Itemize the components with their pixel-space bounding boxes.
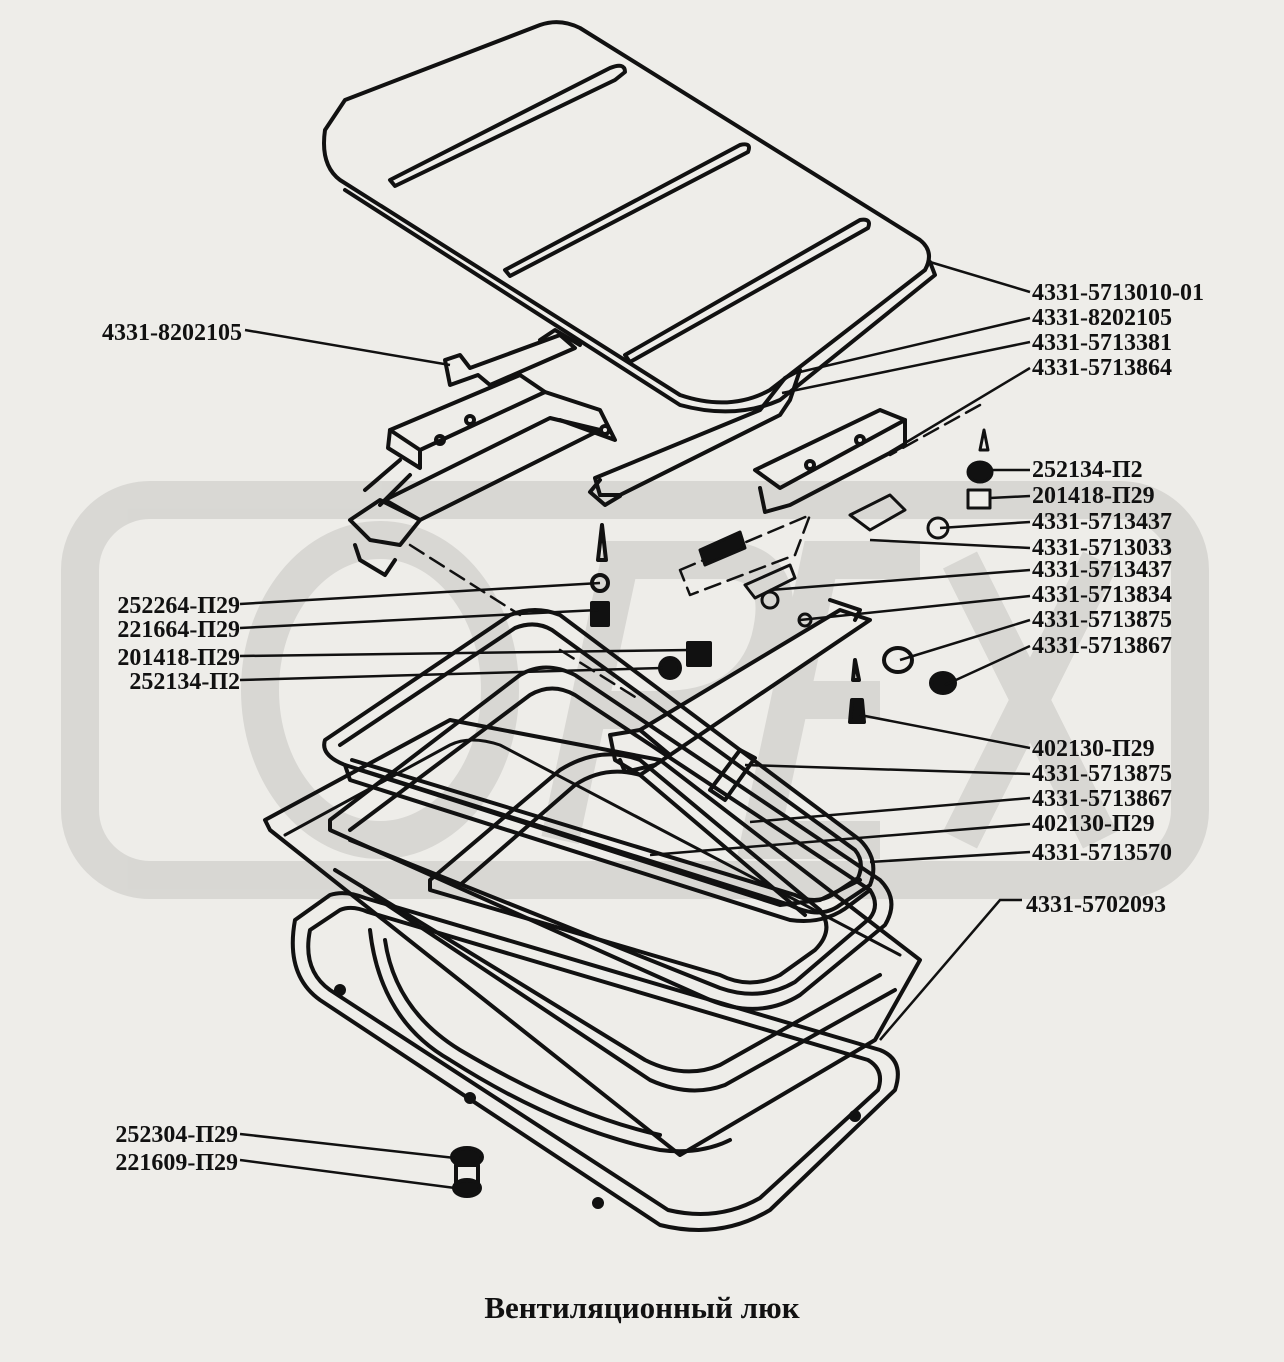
part-label-l4: 4331-5713864 — [1032, 355, 1172, 381]
leader-lines — [239, 260, 1031, 1190]
part-label-l2: 4331-8202105 — [1032, 305, 1172, 331]
part-label-l1: 4331-5713010-01 — [1032, 280, 1204, 306]
part-label-l18: 4331-5702093 — [1026, 892, 1166, 918]
part-label-l13: 402130-П29 — [1032, 736, 1155, 762]
part-label-l21: 221664-П29 — [117, 617, 240, 643]
roof-flange-panel — [263, 718, 922, 1157]
part-label-l19: 4331-8202105 — [102, 320, 242, 346]
part-label-l24: 252304-П29 — [115, 1122, 238, 1148]
part-label-l8: 4331-5713033 — [1032, 535, 1172, 561]
part-label-l25: 221609-П29 — [115, 1150, 238, 1176]
part-label-l20: 252264-П29 — [117, 593, 240, 619]
right-hinge-bracket — [588, 368, 907, 514]
bottom-screw — [450, 1146, 484, 1198]
part-label-l17: 4331-5713570 — [1032, 840, 1172, 866]
part-label-l6: 201418-П29 — [1032, 483, 1155, 509]
assembly-guide-lines — [408, 403, 982, 702]
lower-gasket-frame — [290, 891, 900, 1232]
left-hinge-bracket — [348, 328, 617, 577]
part-label-l15: 4331-5713867 — [1032, 786, 1172, 812]
part-label-l7: 4331-5713437 — [1032, 509, 1172, 535]
hatch-lid — [322, 20, 937, 414]
diagram-title: Вентиляционный люк — [484, 1290, 800, 1325]
part-label-l5: 252134-П2 — [1032, 457, 1143, 483]
center-screw-group — [590, 523, 712, 680]
part-label-l16: 402130-П29 — [1032, 811, 1155, 837]
part-label-l14: 4331-5713875 — [1032, 761, 1172, 787]
part-label-l12: 4331-5713867 — [1032, 633, 1172, 659]
part-label-l10: 4331-5713834 — [1032, 582, 1172, 608]
part-label-l9: 4331-5713437 — [1032, 557, 1172, 583]
part-label-l3: 4331-5713381 — [1032, 330, 1172, 356]
part-label-l23: 252134-П2 — [129, 669, 240, 695]
right-fastener-group — [698, 428, 994, 628]
part-label-l22: 201418-П29 — [117, 645, 240, 671]
watermark-letter-x — [943, 551, 1117, 849]
watermark-frame — [61, 481, 1209, 899]
part-label-l11: 4331-5713875 — [1032, 607, 1172, 633]
